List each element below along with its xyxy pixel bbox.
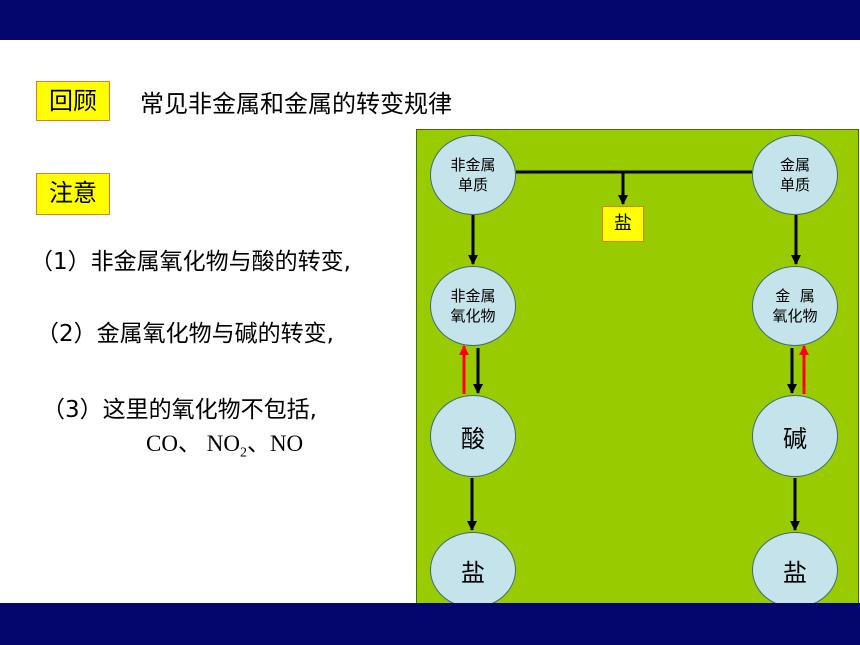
base-node: 碱 [752, 395, 838, 477]
note-3: （3）这里的氧化物不包括, [42, 397, 317, 423]
top-band [0, 0, 860, 40]
co-formula: CO、 [146, 431, 201, 456]
notice-tag: 注意 [36, 173, 110, 215]
no2-formula: NO2 [206, 431, 247, 461]
base-salt-node: 盐 [752, 532, 838, 608]
nonmetal-element-node: 非金属单质 [430, 135, 516, 215]
acid-node: 酸 [430, 395, 516, 477]
metal-element-node: 金属单质 [752, 135, 838, 215]
note-1: （1）非金属氧化物与酸的转变, [30, 249, 351, 275]
no-formula: 、NO [246, 431, 304, 456]
top-salt-box: 盐 [602, 206, 644, 242]
excluded-oxides: CO、 NO2、NO [146, 424, 303, 462]
slide-title: 常见非金属和金属的转变规律 [140, 90, 452, 118]
review-tag: 回顾 [36, 81, 110, 121]
note-2: （2）金属氧化物与碱的转变, [36, 321, 334, 347]
bottom-band [0, 603, 860, 645]
acid-salt-node: 盐 [430, 532, 516, 608]
metal-oxide-node: 金 属氧化物 [752, 266, 838, 346]
nonmetal-oxide-node: 非金属氧化物 [430, 266, 516, 346]
